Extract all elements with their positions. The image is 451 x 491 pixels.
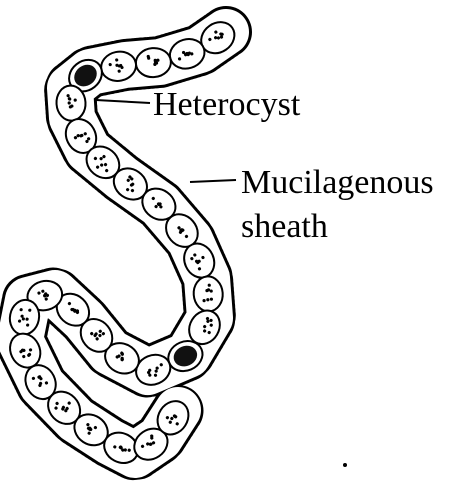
stray-dot	[343, 463, 347, 467]
sheath-label-line1: Mucilagenous	[241, 164, 434, 201]
heterocyst-pointer-line	[96, 100, 150, 103]
sheath-label-line2: sheath	[241, 208, 328, 245]
sheath-pointer-line	[190, 180, 236, 182]
heterocyst-label: Heterocyst	[153, 86, 301, 123]
